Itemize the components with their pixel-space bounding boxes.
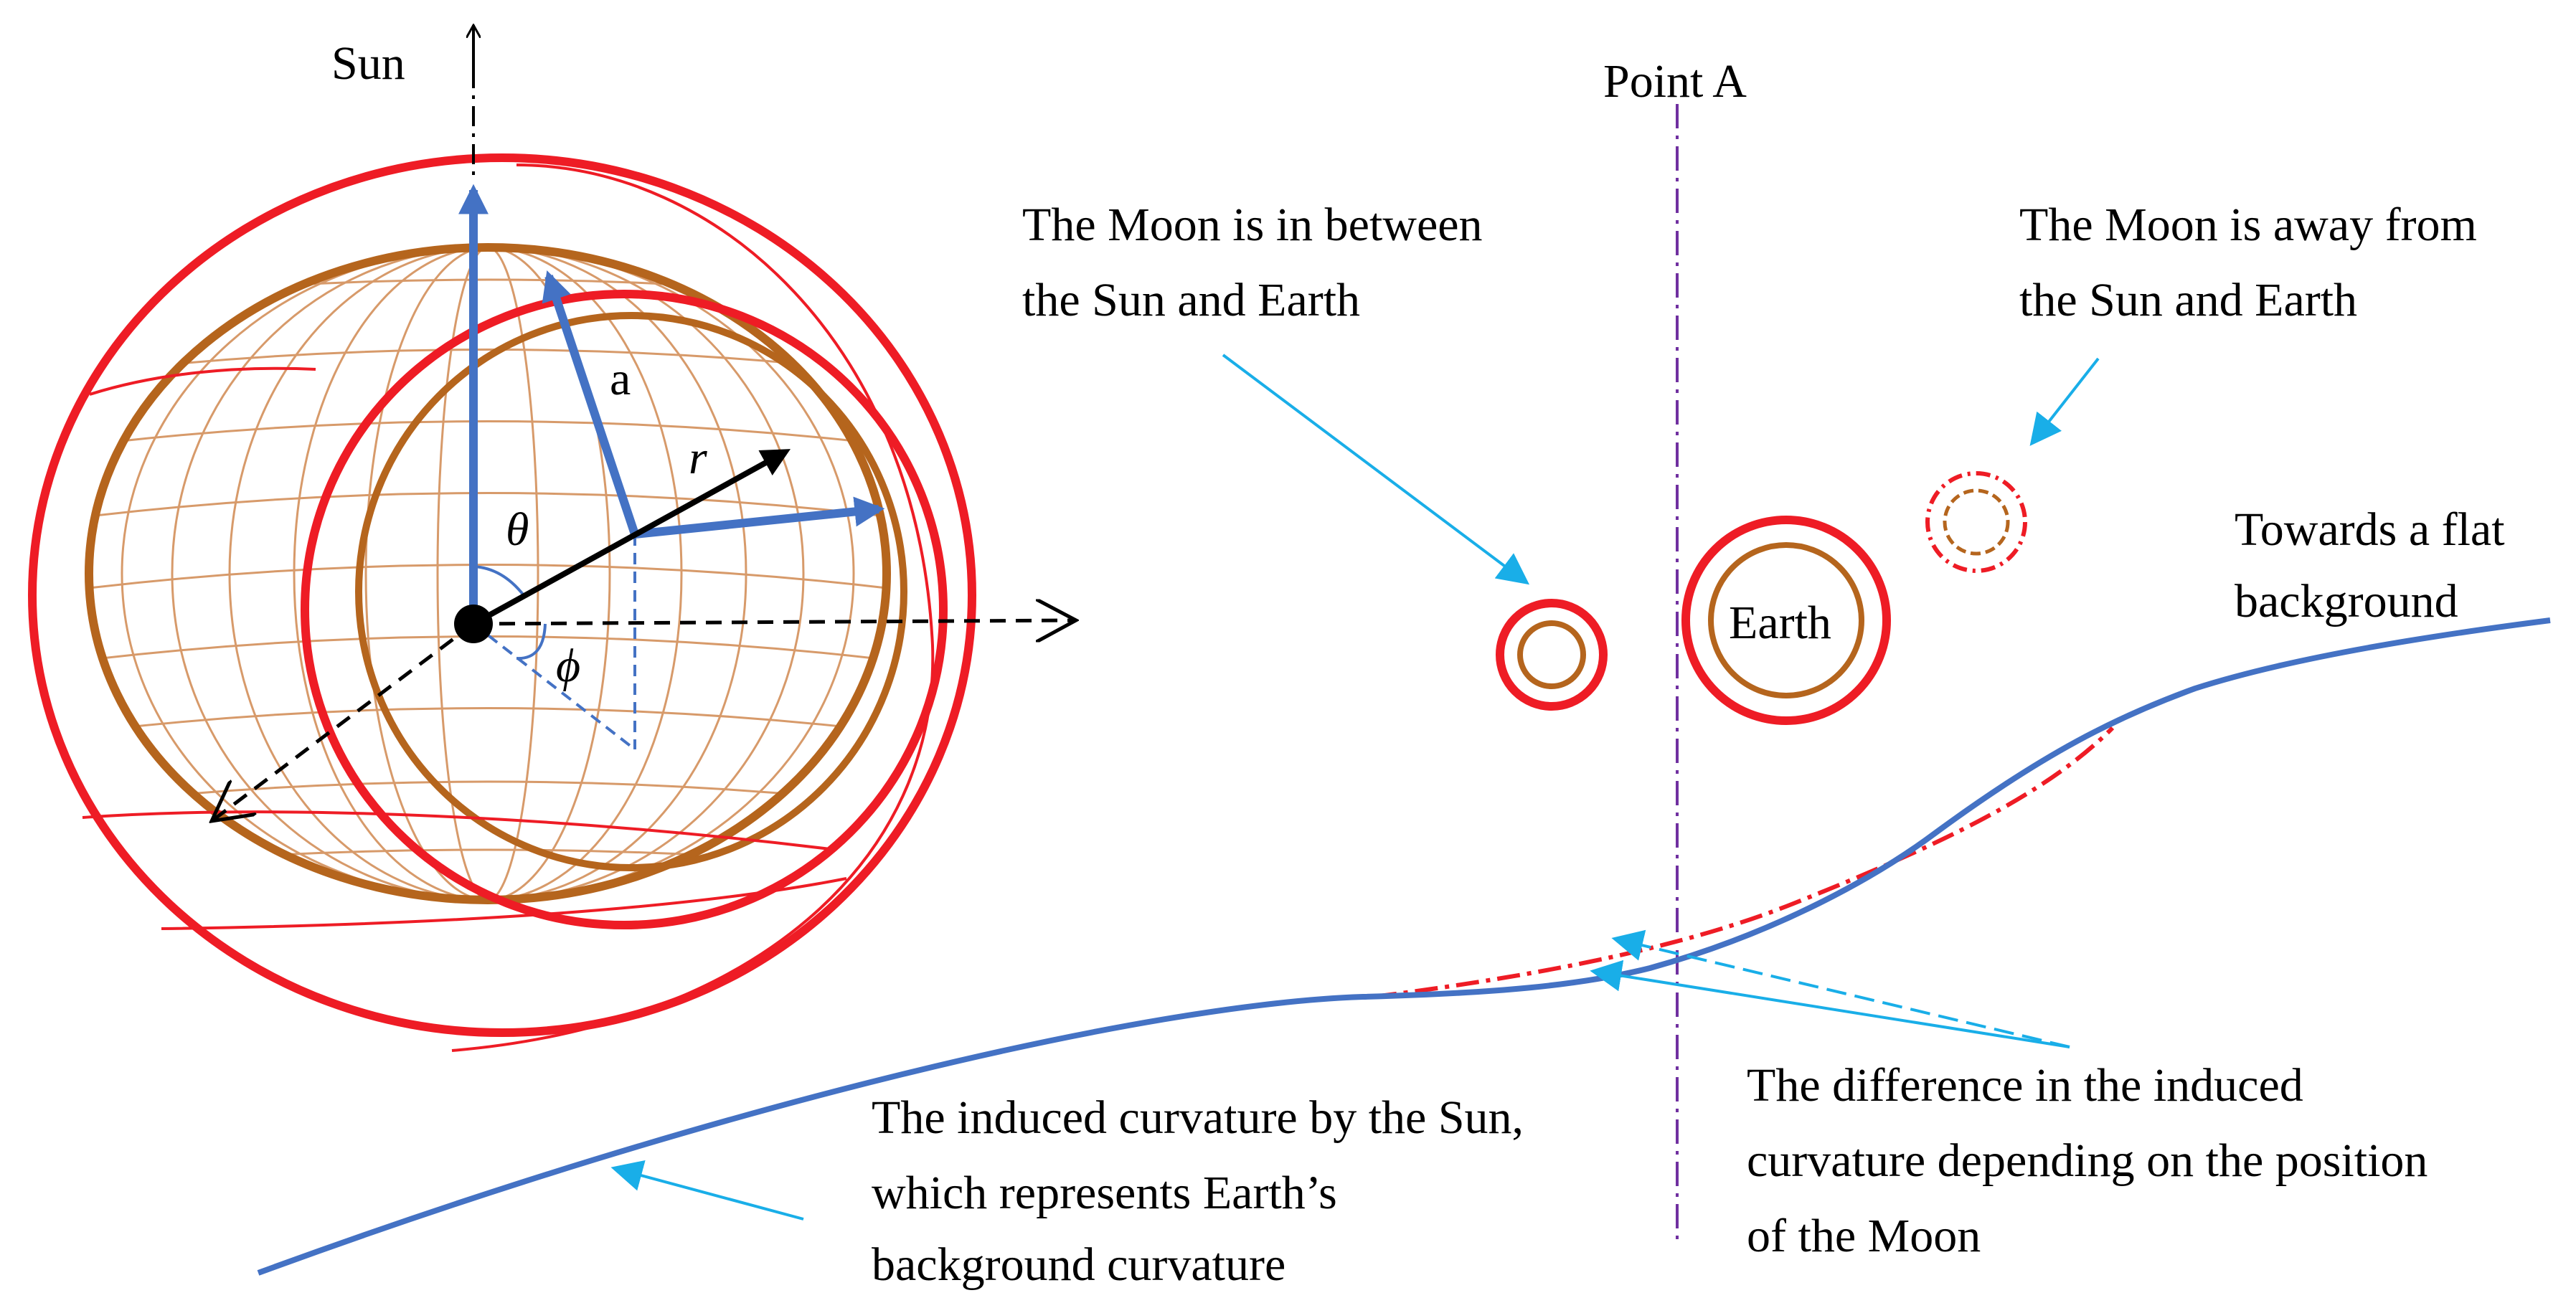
moon-between-pointer [1222, 354, 1530, 585]
moon-between-red [1496, 599, 1608, 711]
difference-label: The difference in the induced curvature … [1747, 1059, 2440, 1262]
inner-red-circle [301, 290, 948, 929]
curvature-group: Point A Earth The Moon is in between the… [257, 55, 2551, 1291]
globe-group: Sun a r θ ϕ [28, 25, 1076, 1052]
phi-label: ϕ [556, 640, 580, 692]
theta-label: θ [506, 503, 529, 556]
induced-curvature-label: The induced curvature by the Sun, which … [872, 1091, 1536, 1291]
induced-pointer [610, 1160, 804, 1221]
origin-point [454, 605, 493, 643]
earth-red-circle [1681, 516, 1891, 725]
inner-brown-circle [355, 312, 907, 871]
a-label: a [610, 353, 631, 405]
theta-arc [473, 565, 525, 597]
moon-away-label: The Moon is away from the Sun and Earth [2019, 199, 2488, 326]
difference-line-1: The difference in the induced [1747, 1059, 2303, 1112]
moon-away-line-1: The Moon is away from [2019, 199, 2477, 251]
outer-red-circle [28, 153, 976, 1037]
moon-between-brown [1517, 620, 1586, 689]
moon-between-line-2: the Sun and Earth [1022, 274, 1360, 326]
difference-line-2: curvature depending on the position [1747, 1134, 2428, 1187]
z-axis-dashed [212, 622, 475, 821]
flat-background-label: Towards a flat background [2235, 503, 2516, 627]
moon-away-brown [1943, 488, 2010, 556]
flat-line-2: background [2235, 575, 2458, 627]
globe-outline [85, 243, 891, 904]
induced-line-2: which represents Earth’s [872, 1167, 1337, 1219]
induced-line-1: The induced curvature by the Sun, [872, 1091, 1524, 1144]
moon-between-label: The Moon is in between the Sun and Earth [1022, 199, 1494, 326]
x-axis-dashed [473, 620, 1076, 624]
difference-line-3: of the Moon [1747, 1210, 1981, 1262]
induced-line-3: background curvature [872, 1238, 1285, 1291]
point-a-label: Point A [1603, 55, 1747, 108]
moon-away-red [1925, 471, 2027, 573]
sun-label: Sun [331, 37, 405, 90]
r-vector [472, 449, 791, 627]
red-dashed-curvature [1373, 726, 2115, 999]
phi-helper-lines [472, 534, 636, 751]
moon-between-line-1: The Moon is in between [1022, 199, 1483, 251]
phi-arc [516, 623, 547, 660]
a-vector [542, 270, 639, 536]
earth-label: Earth [1729, 597, 1831, 649]
difference-pointer-solid [1590, 960, 2070, 1048]
offset-vector [634, 496, 885, 539]
moon-away-line-2: the Sun and Earth [2019, 274, 2357, 326]
moon-away-pointer [2029, 357, 2100, 446]
difference-pointer-dashed [1611, 929, 2070, 1048]
flat-line-1: Towards a flat [2235, 503, 2505, 556]
r-label: r [689, 432, 707, 484]
earth-brown-circle [1708, 542, 1864, 698]
sun-curvature-line [257, 617, 2551, 1276]
